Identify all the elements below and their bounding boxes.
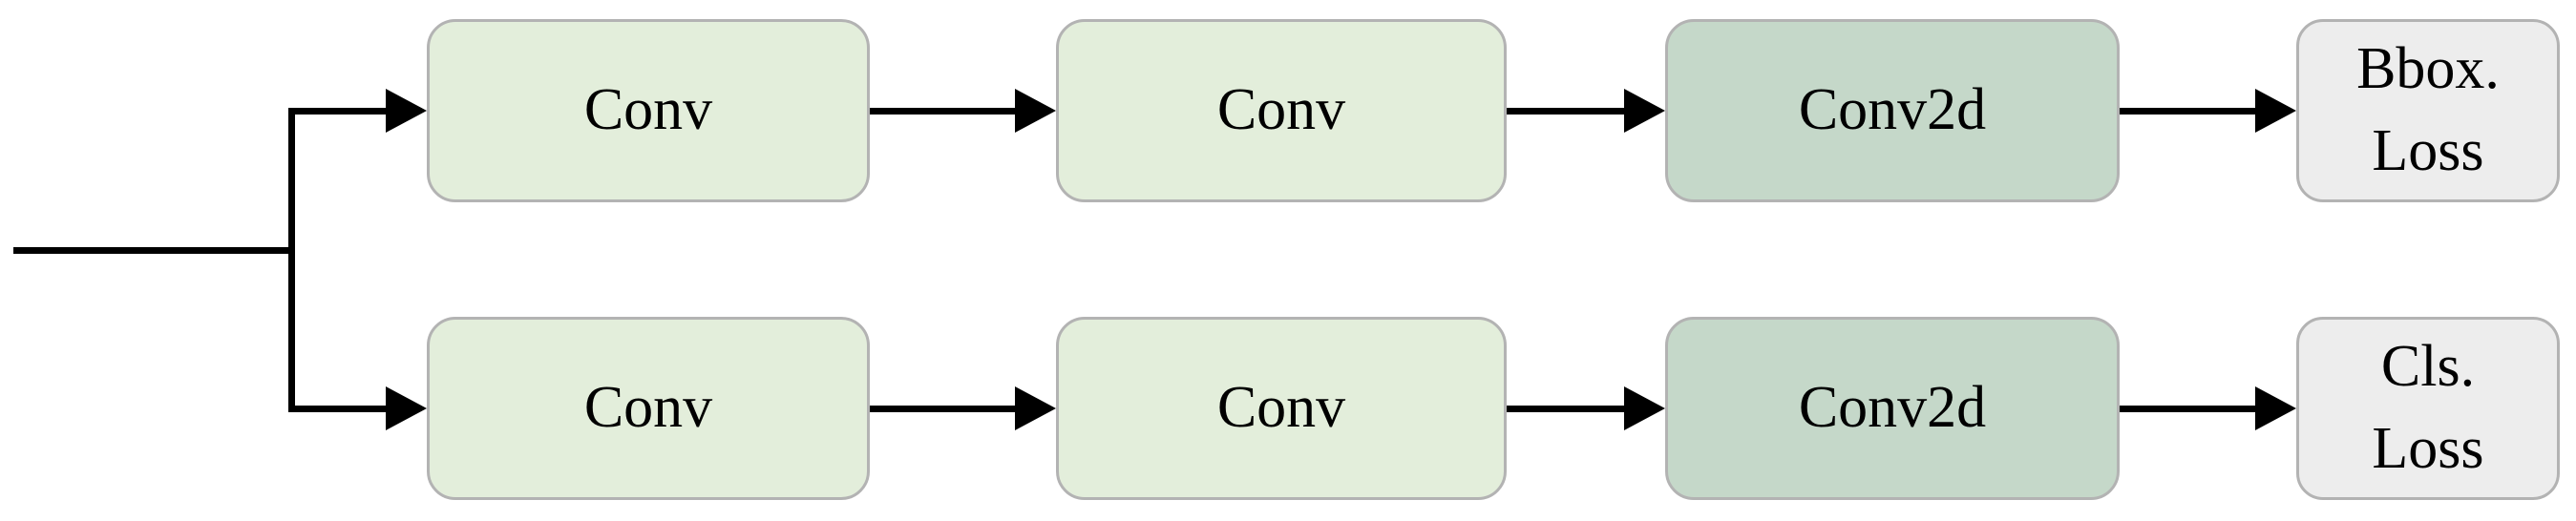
conv2d-box-bottom: Conv2d <box>1665 317 2120 500</box>
conv2d-box-label: Conv2d <box>1798 77 1987 143</box>
arrow-split-to-conv1-bottom-icon <box>288 386 427 430</box>
arrow-head <box>386 89 427 133</box>
arrow-head <box>386 386 427 430</box>
loss-box-label-line1: Bbox. <box>2356 36 2500 102</box>
bbox-loss-box: Bbox. Loss <box>2296 19 2560 202</box>
conv-box-1-bottom: Conv <box>427 317 870 500</box>
cls-loss-box: Cls. Loss <box>2296 317 2560 500</box>
arrow-conv1-to-conv2-top-icon <box>870 89 1056 133</box>
loss-box-label-line2: Loss <box>2372 416 2484 481</box>
loss-box-label-line1: Cls. <box>2380 334 2476 400</box>
conv-box-1-top: Conv <box>427 19 870 202</box>
arrow-shaft <box>288 405 386 412</box>
arrow-shaft <box>1507 405 1624 412</box>
arrow-shaft <box>870 107 1015 115</box>
conv2d-box-top: Conv2d <box>1665 19 2120 202</box>
arrow-head <box>1015 89 1056 133</box>
conv2d-box-label: Conv2d <box>1798 375 1987 441</box>
loss-box-label-line2: Loss <box>2372 118 2484 183</box>
arrow-shaft <box>2120 405 2255 412</box>
conv-box-label: Conv <box>583 375 713 441</box>
arrow-conv2-to-conv2d-top-icon <box>1507 89 1665 133</box>
conv-box-2-top: Conv <box>1056 19 1507 202</box>
arrow-shaft <box>870 405 1015 412</box>
branch-split-line <box>288 108 295 412</box>
arrow-split-to-conv1-top-icon <box>288 89 427 133</box>
arrow-conv2d-to-bboxloss-icon <box>2120 89 2296 133</box>
arrow-conv1-to-conv2-bottom-icon <box>870 386 1056 430</box>
arrow-shaft <box>2120 107 2255 115</box>
arrow-conv2-to-conv2d-bottom-icon <box>1507 386 1665 430</box>
arrow-conv2d-to-clsloss-icon <box>2120 386 2296 430</box>
arrow-head <box>1015 386 1056 430</box>
conv-box-label: Conv <box>583 77 713 143</box>
conv-box-2-bottom: Conv <box>1056 317 1507 500</box>
conv-box-label: Conv <box>1216 375 1346 441</box>
arrow-shaft <box>1507 107 1624 115</box>
conv-box-label: Conv <box>1216 77 1346 143</box>
arrow-shaft <box>288 107 386 115</box>
arrow-head <box>1624 386 1665 430</box>
input-line <box>13 247 295 254</box>
arrow-head <box>1624 89 1665 133</box>
arrow-head <box>2255 386 2296 430</box>
arrow-head <box>2255 89 2296 133</box>
